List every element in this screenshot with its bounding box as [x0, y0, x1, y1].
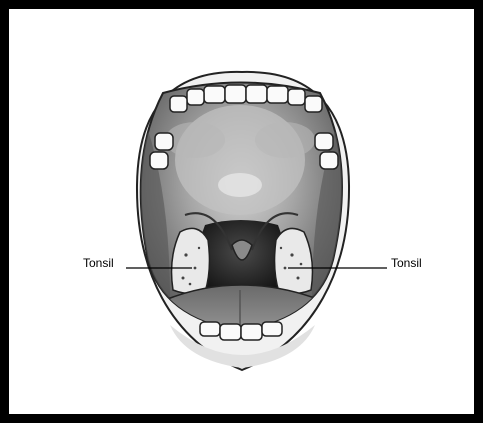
tonsil-label-right: Tonsil: [391, 256, 422, 270]
right-tonsil: [275, 228, 313, 293]
tonsil-label-left: Tonsil: [83, 256, 114, 270]
